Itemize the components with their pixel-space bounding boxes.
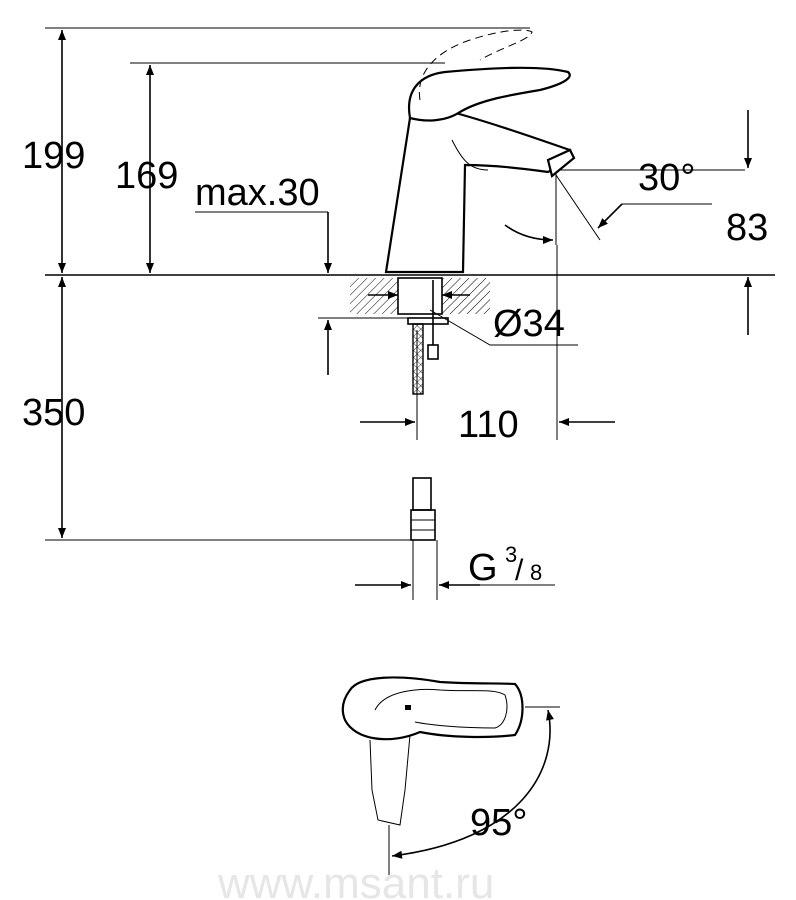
dim-outlet-height: 83 [726, 207, 768, 249]
dim-max-thickness: max.30 [195, 172, 320, 214]
countertop-section [350, 277, 490, 395]
watermark: www.msant.ru [217, 859, 494, 900]
dim-connection-slash: / [515, 554, 524, 587]
dim-handle-rotation: 95° [470, 802, 527, 844]
dim-connection-prefix: G [468, 547, 498, 589]
dim-connection-denominator: 8 [530, 560, 542, 585]
dimension-arrows [58, 30, 752, 600]
reference-lines [45, 27, 775, 541]
dim-spout-height: 169 [115, 155, 178, 197]
dim-spout-angle: 30° [638, 157, 695, 199]
faucet-side-view [384, 29, 576, 541]
dim-hole-diameter: Ø34 [493, 303, 565, 345]
faucet-top-view [341, 676, 560, 875]
dim-total-height: 199 [22, 135, 85, 177]
dim-hose-length: 350 [22, 392, 85, 434]
dim-connection-numerator: 3 [505, 542, 517, 567]
dim-spout-projection: 110 [458, 404, 519, 446]
